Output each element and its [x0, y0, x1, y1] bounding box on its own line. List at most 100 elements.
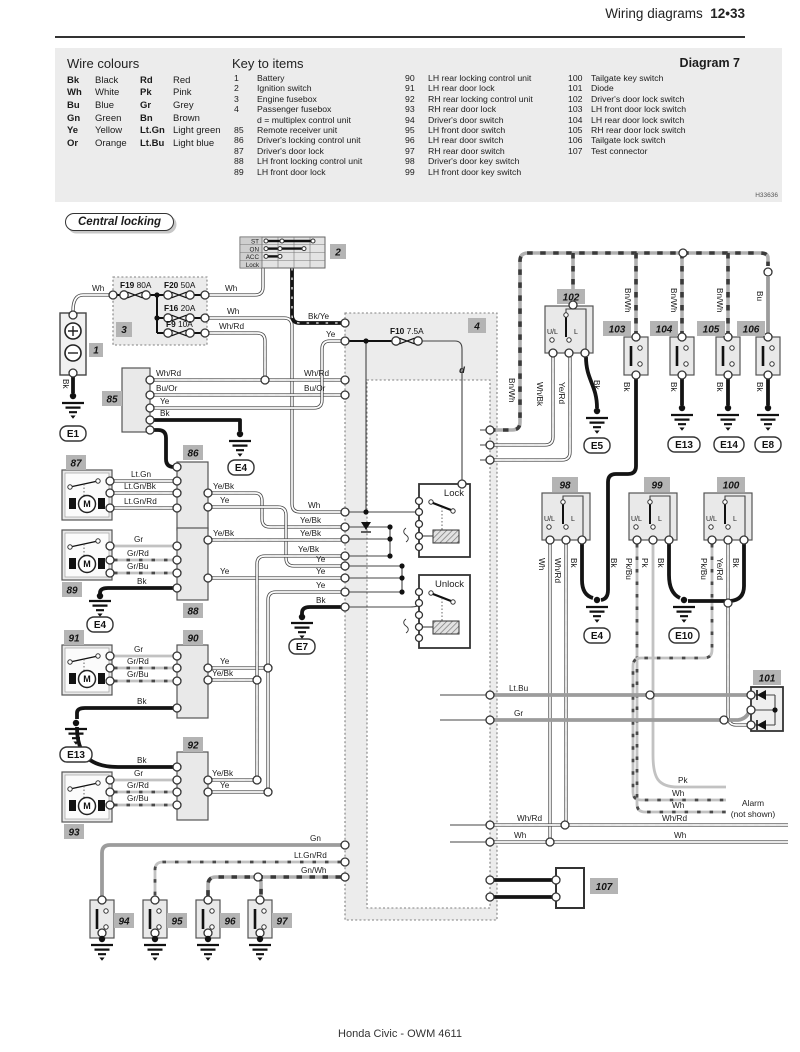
ground-label-e13: E13 — [675, 440, 693, 451]
badge-96: 96 — [224, 917, 236, 928]
svg-text:Wh: Wh — [92, 284, 105, 293]
svg-text:Ye: Ye — [220, 496, 230, 505]
badge-88: 88 — [187, 607, 199, 618]
svg-text:Bu/Or: Bu/Or — [304, 384, 326, 393]
driver-door-key-switch: 98 — [541, 477, 591, 545]
driver-door-lock: 87 — [61, 455, 113, 521]
ground-label-e4: E4 — [591, 631, 604, 642]
svg-text:Gr/Bu: Gr/Bu — [127, 794, 149, 803]
ground-label-e4: E4 — [94, 620, 107, 631]
badge-87: 87 — [70, 459, 82, 470]
svg-text:Ye/Rd: Ye/Rd — [715, 558, 724, 580]
lh-front-door-lock-switch: 103 — [603, 321, 650, 380]
svg-text:Bk: Bk — [137, 756, 147, 765]
svg-text:Bk: Bk — [715, 382, 724, 392]
ignition-row-acc: ACC — [246, 254, 260, 261]
diagram-number-label: Diagram 7 — [679, 56, 740, 70]
badge-100: 100 — [723, 481, 740, 492]
lock-relay-label: Lock — [444, 488, 464, 499]
svg-text:Ye/Bk: Ye/Bk — [300, 516, 322, 525]
svg-text:Pk/Bu: Pk/Bu — [699, 558, 708, 580]
svg-text:Bk: Bk — [592, 380, 601, 390]
key-to-items-title: Key to items — [232, 56, 304, 71]
rh-rear-door-lock: 93 — [61, 771, 113, 839]
svg-text:Ye: Ye — [326, 330, 336, 339]
ground-label-e1: E1 — [67, 429, 80, 440]
badge-1: 1 — [93, 346, 99, 357]
badge-91: 91 — [68, 634, 80, 645]
svg-text:Wh: Wh — [672, 801, 685, 810]
svg-text:Gr/Rd: Gr/Rd — [127, 781, 149, 790]
badge-93: 93 — [68, 828, 80, 839]
wire-colours-title: Wire colours — [67, 56, 140, 71]
svg-text:Bk: Bk — [669, 382, 678, 392]
svg-text:Ye/Bk: Ye/Bk — [212, 669, 234, 678]
badge-99: 99 — [651, 481, 663, 492]
header-title: Wiring diagrams — [605, 6, 703, 21]
svg-text:Lt.Bu: Lt.Bu — [509, 684, 529, 693]
lh-rear-door-switch: 96 — [194, 895, 240, 940]
svg-text:Gr: Gr — [134, 535, 143, 544]
rh-rear-door-lock-switch: 105 — [697, 321, 742, 380]
svg-text:Ye: Ye — [160, 397, 170, 406]
key-item: d = multiplex control unit — [257, 114, 351, 125]
svg-text:Bn/Wh: Bn/Wh — [507, 378, 516, 403]
svg-text:Lt.Gn/Bk: Lt.Gn/Bk — [124, 482, 157, 491]
ground-label-e5: E5 — [591, 441, 604, 452]
badge-105: 105 — [703, 325, 720, 336]
lh-rear-locking-control-unit: 90 — [176, 630, 209, 719]
svg-text:Gn: Gn — [310, 834, 321, 843]
svg-text:Pk: Pk — [640, 558, 649, 568]
svg-text:Ye/Bk: Ye/Bk — [213, 529, 235, 538]
svg-text:F10 7.5A: F10 7.5A — [390, 326, 424, 336]
driver-locking-control-unit: 86 — [176, 445, 209, 531]
svg-text:Ye: Ye — [220, 657, 230, 666]
section-title-central-locking: Central locking — [65, 213, 175, 231]
alarm-note-line2: (not shown) — [731, 809, 776, 819]
badge-106: 106 — [743, 325, 760, 336]
svg-text:Bu: Bu — [755, 291, 764, 301]
svg-text:Bk: Bk — [61, 379, 70, 389]
svg-text:Pk: Pk — [678, 776, 688, 785]
svg-text:Bk: Bk — [160, 409, 170, 418]
fuse-f19: F19 80A — [119, 280, 152, 300]
svg-text:Ye: Ye — [316, 555, 326, 564]
diode-101: 101 — [746, 670, 784, 732]
svg-text:Bk: Bk — [137, 577, 147, 586]
fuse-f20: F20 50A — [163, 280, 196, 300]
svg-text:Bu/Or: Bu/Or — [156, 384, 178, 393]
svg-text:Lt.Gn/Rd: Lt.Gn/Rd — [124, 497, 157, 506]
badge-85: 85 — [106, 395, 118, 406]
svg-text:Ye: Ye — [316, 567, 326, 576]
svg-text:Gr: Gr — [134, 769, 143, 778]
svg-text:Lt.Gn/Rd: Lt.Gn/Rd — [294, 851, 327, 860]
ignition-switch: ST ON ACC Lock 2 — [239, 236, 346, 269]
svg-text:Ye/Bk: Ye/Bk — [212, 769, 234, 778]
svg-text:Wh/Rd: Wh/Rd — [553, 558, 562, 583]
svg-text:Bn/Wh: Bn/Wh — [715, 288, 724, 313]
svg-text:F16 20A: F16 20A — [164, 303, 196, 313]
svg-text:Bn/Wh: Bn/Wh — [623, 288, 632, 313]
svg-text:Gr: Gr — [134, 645, 143, 654]
svg-text:Pk/Bu: Pk/Bu — [624, 558, 633, 580]
lh-front-door-switch: 95 — [141, 895, 187, 940]
